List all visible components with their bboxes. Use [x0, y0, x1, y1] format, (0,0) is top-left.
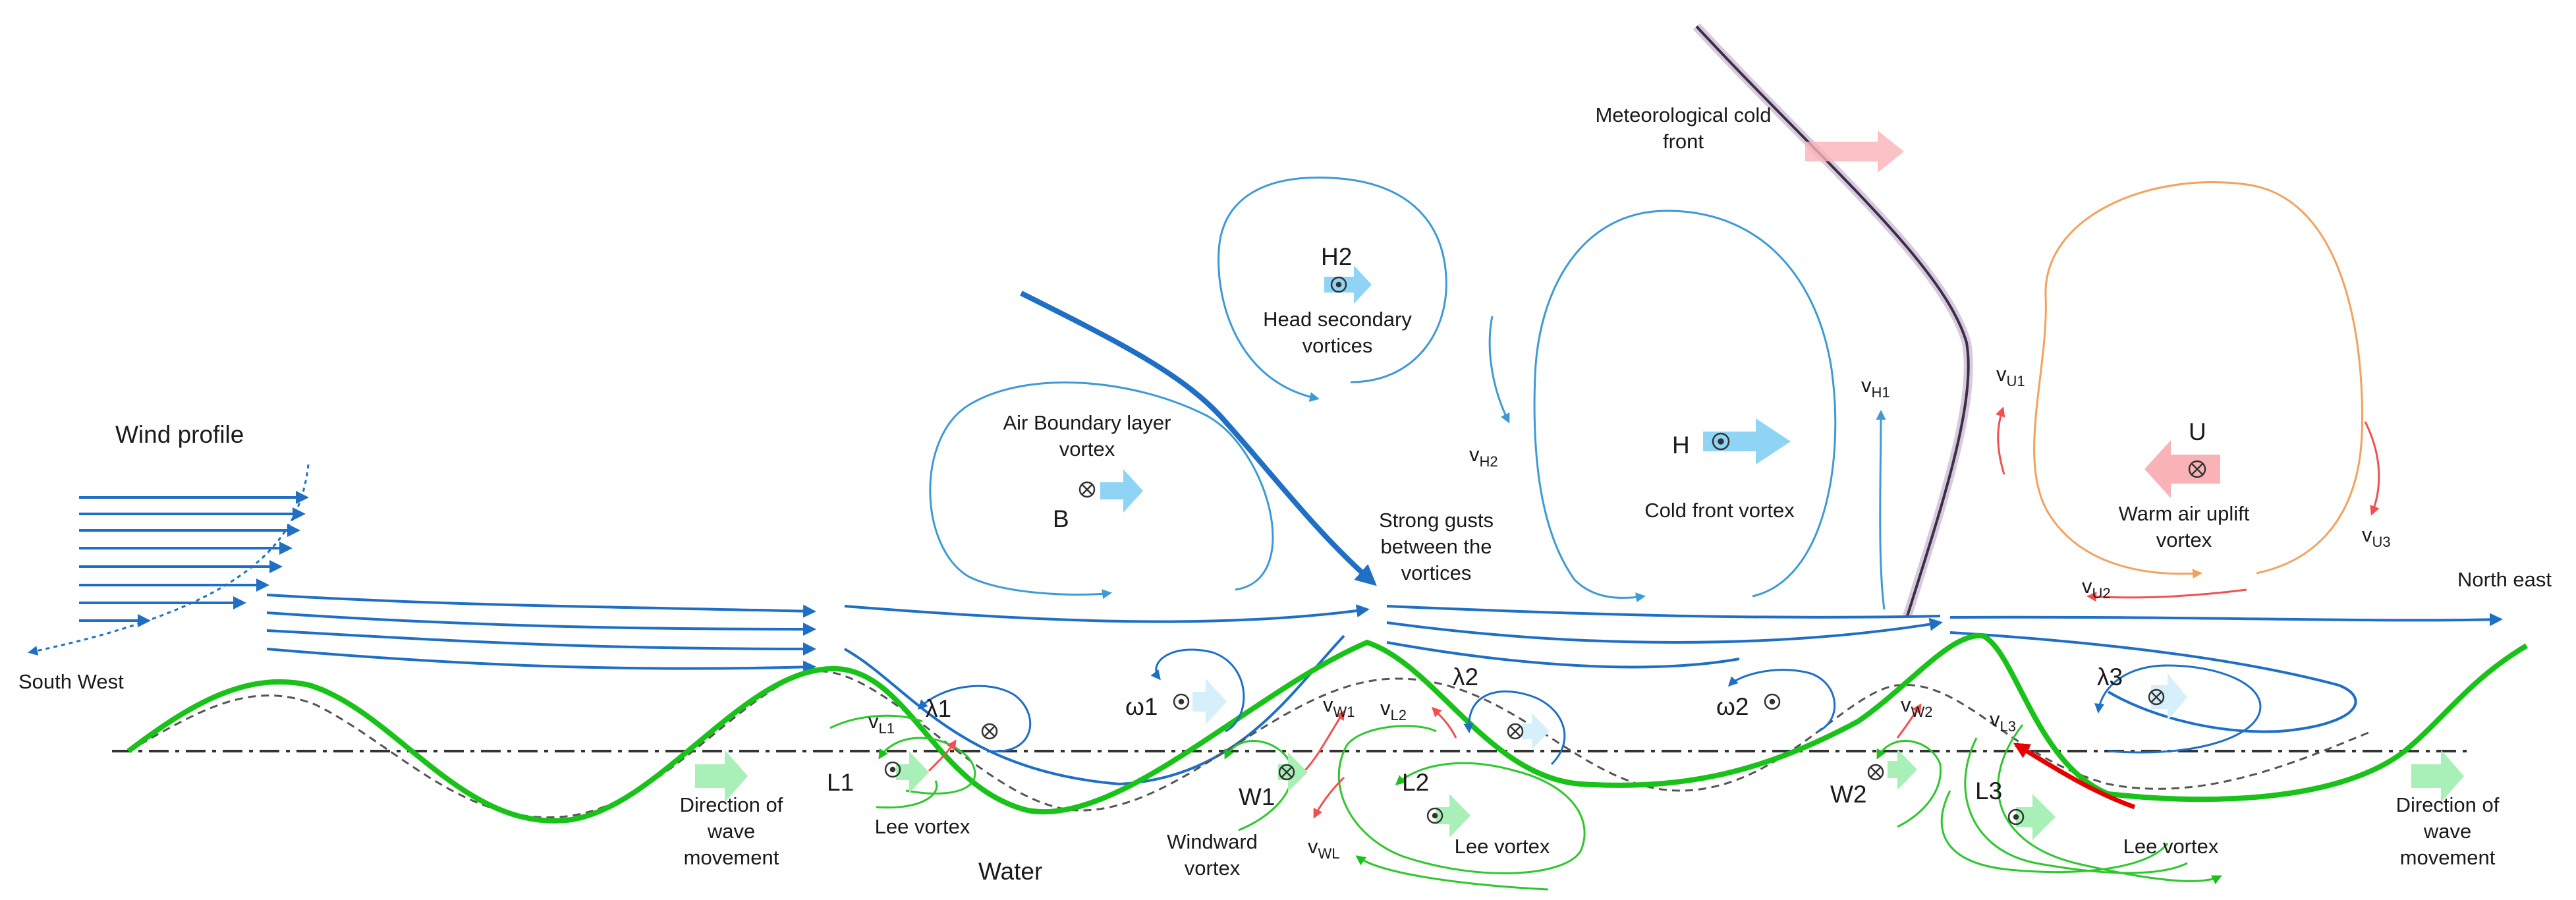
axis-symbols — [884, 276, 2206, 826]
symbol-lambda2: λ2 — [1453, 663, 1478, 690]
omega2-loop — [1727, 669, 1836, 733]
north-east-label: North east — [2457, 568, 2552, 591]
block-arrow-b — [1100, 469, 1143, 513]
cold-front-vortex-label: Cold front vortex — [1644, 499, 1795, 522]
block-arrow-lambda2 — [1522, 713, 1550, 750]
block-arrow-omega1 — [1192, 679, 1227, 725]
block-arrow-w2 — [1888, 749, 1917, 790]
cold-front-vortex-loop — [1533, 210, 1837, 603]
symbol-h2: H2 — [1321, 243, 1352, 270]
v-u1-label: vU1 — [1996, 362, 2025, 389]
symbol-u: U — [2189, 418, 2206, 445]
south-west-label: South West — [18, 670, 124, 693]
lambda2-loop — [1463, 690, 1566, 766]
v-h1-label: vH1 — [1861, 374, 1890, 401]
v-u3-label: vU3 — [2362, 523, 2391, 550]
lee-vortex-3-label: Lee vortex — [2123, 835, 2219, 858]
wind-profile-label: Wind profile — [115, 421, 244, 448]
v-wl-label: vWL — [1308, 835, 1340, 862]
v-h1-arrow — [1876, 410, 1886, 610]
block-arrow-w1 — [1278, 752, 1308, 792]
strong-gusts-arrow — [1020, 291, 1377, 586]
v-l2-label: vL2 — [1380, 696, 1407, 723]
velocity-arrows-red — [928, 407, 2380, 819]
v-l3-label: vL3 — [1990, 708, 2016, 735]
block-arrow-wave-left — [695, 750, 748, 802]
block-arrow-h — [1703, 418, 1791, 464]
symbol-w1: W1 — [1239, 783, 1275, 810]
met-front-line1: Meteorological cold — [1595, 103, 1771, 127]
direction-wave-right-line2: wave — [2423, 820, 2471, 843]
direction-wave-left-line3: movement — [684, 846, 779, 869]
symbol-lambda3: λ3 — [2097, 663, 2123, 690]
head-secondary-line2: vortices — [1302, 334, 1373, 357]
windward-vortex-line2: vortex — [1185, 857, 1241, 880]
block-arrow-l2 — [1436, 794, 1470, 837]
warm-air-line2: vortex — [2156, 528, 2212, 551]
symbol-l2: L2 — [1402, 769, 1429, 796]
symbol-lambda1: λ1 — [926, 695, 951, 722]
symbol-w2: W2 — [1830, 781, 1867, 808]
air-boundary-line1: Air Boundary layer — [1003, 411, 1171, 434]
direction-wave-right-line1: Direction of — [2396, 793, 2500, 816]
warm-air-line1: Warm air uplift — [2119, 502, 2250, 525]
strong-gusts-line3: vortices — [1401, 561, 1472, 584]
direction-wave-left-line1: Direction of — [680, 793, 783, 816]
symbol-l3: L3 — [1975, 777, 2002, 804]
wind-profile — [79, 491, 309, 627]
head-secondary-vortex-loop — [1218, 177, 1447, 402]
v-l1-label: vL1 — [868, 710, 895, 737]
lambda1-loop — [917, 685, 1031, 752]
direction-wave-right-line3: movement — [2400, 846, 2496, 869]
lambda3-loop — [2094, 664, 2262, 754]
symbol-omega1: ω1 — [1125, 693, 1158, 720]
v-w1-label: vW1 — [1323, 693, 1355, 720]
warm-air-vortex-loop — [2033, 181, 2363, 579]
air-streamlines — [266, 594, 2503, 786]
symbol-l1: L1 — [827, 769, 854, 796]
air-boundary-vortex-loop — [929, 381, 1274, 600]
windward-vortex-line1: Windward — [1167, 830, 1258, 853]
v-h2-arrow — [1488, 316, 1510, 424]
block-arrow-lambda3 — [2151, 673, 2187, 721]
v-u2-label: vU2 — [2082, 575, 2111, 602]
symbol-omega2: ω2 — [1716, 693, 1749, 720]
block-arrow-l1 — [896, 751, 929, 793]
direction-wave-left-line2: wave — [707, 820, 755, 843]
omega1-loop — [1150, 648, 1245, 733]
met-front-line2: front — [1663, 130, 1704, 153]
lee-vortex-2-label: Lee vortex — [1455, 835, 1550, 858]
block-arrow-l3 — [2016, 794, 2056, 840]
strong-gusts-line2: between the — [1381, 535, 1492, 558]
v-h2-label: vH2 — [1469, 443, 1498, 470]
block-arrow-wave-right — [2411, 750, 2464, 802]
head-secondary-line1: Head secondary — [1263, 308, 1412, 331]
block-arrow-h2 — [1324, 266, 1372, 304]
v-w2-label: vW2 — [1901, 693, 1933, 720]
lee-vortex-1-label: Lee vortex — [875, 815, 970, 838]
water-surface-dashed — [128, 670, 2372, 819]
lee-vortices — [829, 714, 2222, 891]
symbol-b: B — [1053, 505, 1069, 532]
block-arrow-met-front — [1805, 130, 1904, 173]
strong-gusts-line1: Strong gusts — [1379, 509, 1494, 532]
air-boundary-line2: vortex — [1059, 437, 1115, 461]
water-label: Water — [978, 858, 1042, 885]
wind-profile-curve — [28, 464, 310, 656]
block-arrow-u — [2144, 440, 2220, 498]
v-l3-arrow — [2013, 742, 2136, 810]
symbol-h: H — [1672, 432, 1690, 459]
